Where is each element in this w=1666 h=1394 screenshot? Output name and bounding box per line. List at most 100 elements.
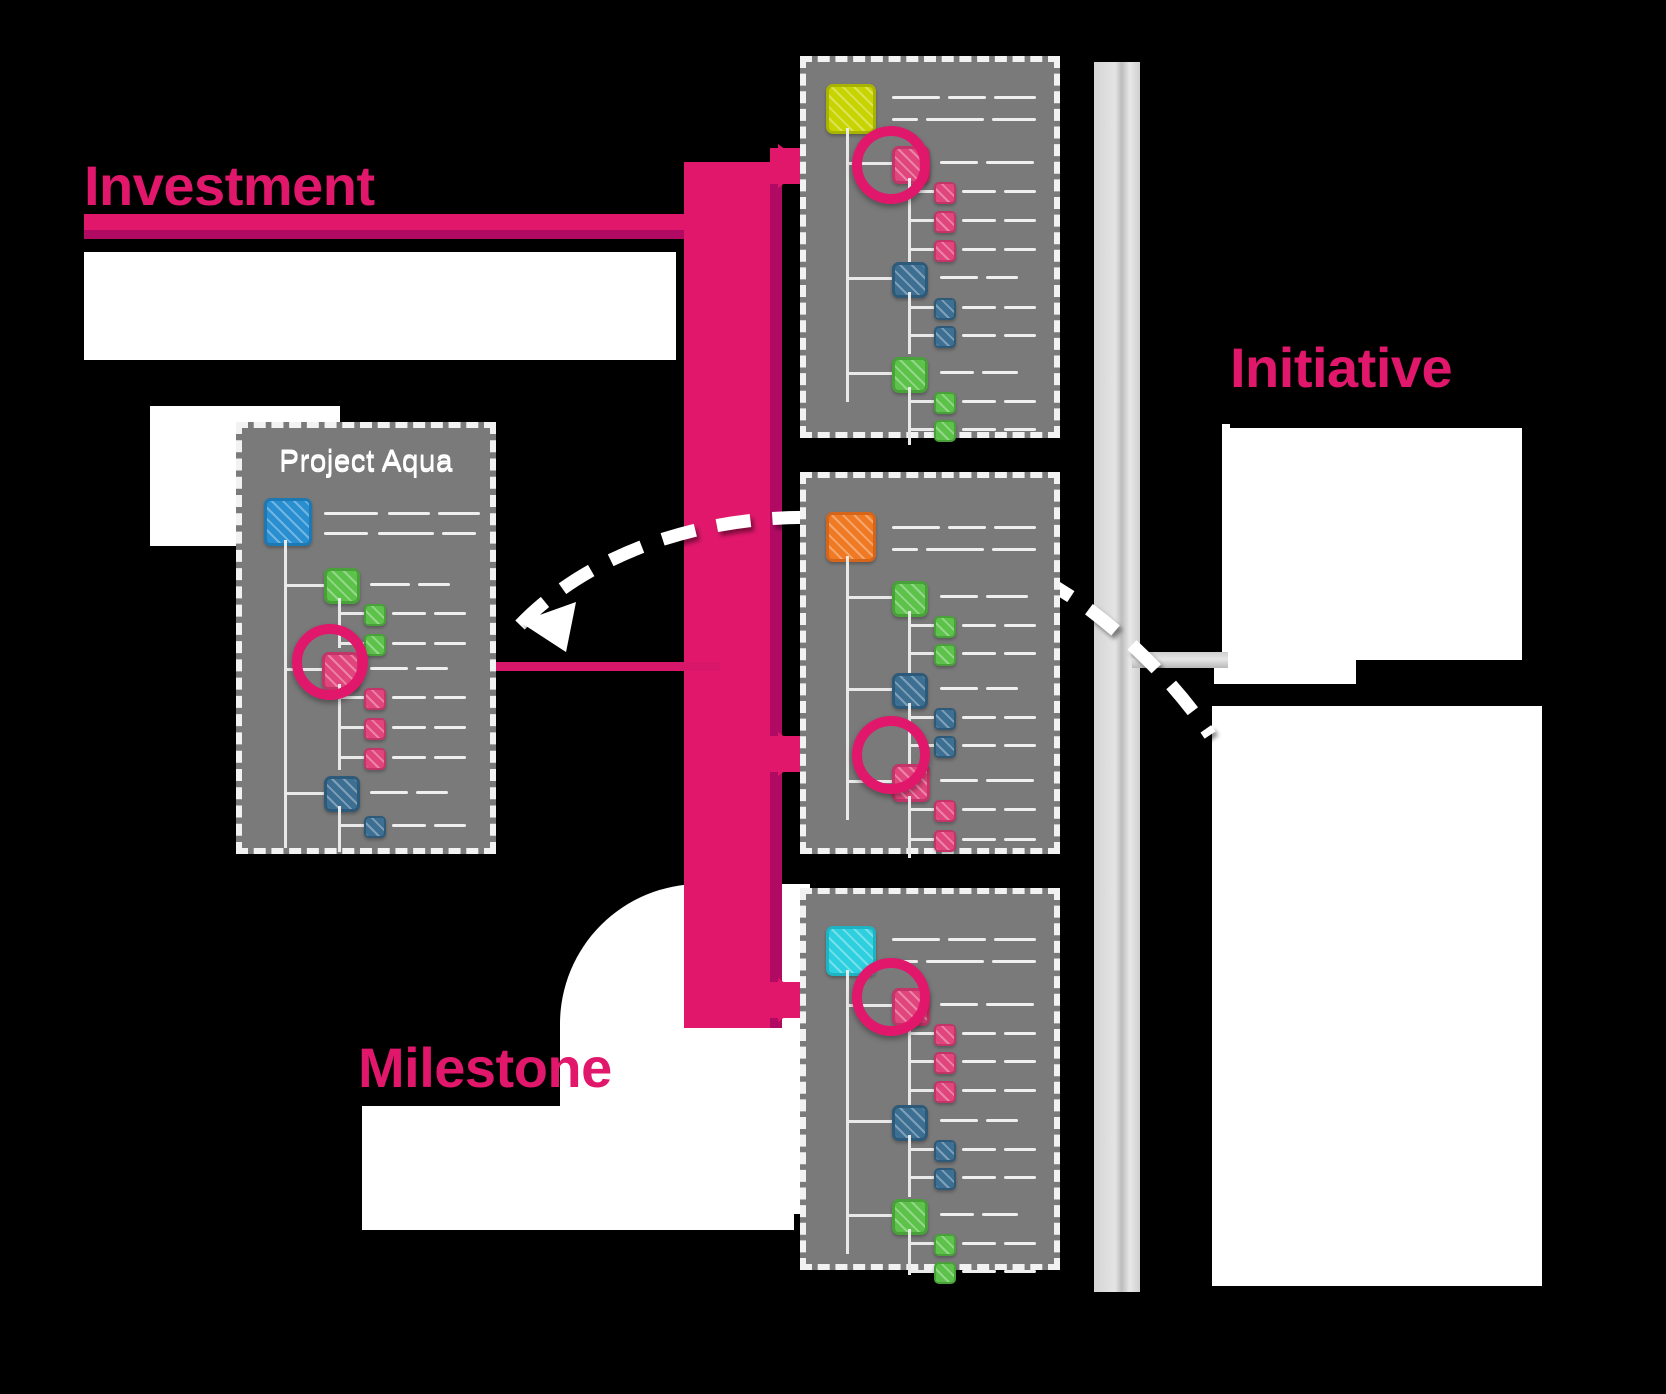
label-clip-initiative [1230,404,1630,428]
tree-node[interactable] [934,1024,956,1046]
tree-node[interactable] [934,1052,956,1074]
tree-node[interactable] [892,581,928,617]
label-investment: Investment [84,154,375,217]
tree-node[interactable] [364,604,386,626]
highlight-ring-aqua [292,624,368,700]
card-initiative-top[interactable] [800,56,1060,445]
node-text-dash [948,938,986,941]
card-initiative-middle[interactable] [800,472,1060,858]
tree-node[interactable] [364,634,386,656]
node-text-dash [940,371,974,374]
label-milestone: Milestone [358,1036,612,1099]
tree-spine [846,128,849,402]
card-initiative-bottom[interactable] [800,888,1060,1284]
node-text-dash [986,276,1018,279]
tree-branch [908,624,936,627]
card-title-project-aqua: Project Aqua [279,446,453,479]
node-text-dash [416,667,448,670]
tree-node[interactable] [934,240,956,262]
tree-node[interactable] [934,298,956,320]
tree-node[interactable] [892,357,928,393]
tree-branch [908,400,936,403]
tree-node-root[interactable] [826,512,876,562]
node-text-dash [986,687,1018,690]
node-text-dash [434,612,466,615]
tree-branch [284,792,326,795]
rollup-bus-middle [684,522,778,902]
node-text-dash [392,824,426,827]
rollup-bus-middle-shadow [770,522,782,902]
node-text-dash [1004,808,1036,811]
tree-node[interactable] [934,830,956,852]
node-text-dash [1004,1089,1036,1092]
node-text-dash [370,583,410,586]
tree-node[interactable] [934,211,956,233]
tree-node[interactable] [934,1234,956,1256]
tree-node[interactable] [934,1168,956,1190]
tree-branch [908,1089,936,1092]
tree-node[interactable] [934,326,956,348]
node-text-dash [1004,334,1036,337]
node-text-dash [940,1119,978,1122]
tree-node[interactable] [934,800,956,822]
tree-node[interactable] [934,736,956,758]
node-text-dash [1004,1060,1036,1063]
tree-branch [338,696,366,699]
node-text-dash [962,1176,996,1179]
node-text-dash [940,1213,974,1216]
node-text-dash [962,400,996,403]
node-text-dash [392,612,426,615]
node-text-dash [892,118,918,121]
tree-node[interactable] [934,1140,956,1162]
card-project-aqua[interactable]: Project Aqua [236,422,496,854]
node-text-dash [1004,838,1036,841]
node-text-dash [962,1242,996,1245]
node-text-dash [892,526,940,529]
tree-node[interactable] [934,644,956,666]
node-text-dash [1004,744,1036,747]
tree-branch [846,277,894,280]
tree-node[interactable] [934,420,956,442]
tree-branch [908,428,936,431]
tree-node[interactable] [364,718,386,740]
tree-node[interactable] [934,182,956,204]
tree-node[interactable] [934,392,956,414]
node-text-dash [992,960,1036,963]
label-clip-investment [60,214,84,264]
tree-node-root[interactable] [264,498,312,546]
rollup-bus-upper-shadow [770,162,782,522]
node-text-dash [962,1032,996,1035]
tree-node[interactable] [934,708,956,730]
highlight-ring-bottom [852,958,930,1036]
tree-branch [908,1270,936,1273]
tree-node[interactable] [364,816,386,838]
tree-branch [846,1120,894,1123]
node-text-dash [1004,428,1036,431]
tree-branch [338,824,366,827]
node-text-dash [324,532,368,535]
tree-branch [908,652,936,655]
node-text-dash [370,791,408,794]
node-text-dash [992,548,1036,551]
tree-node[interactable] [934,1081,956,1103]
node-text-dash [1004,716,1036,719]
tree-node[interactable] [934,616,956,638]
tree-node[interactable] [364,748,386,770]
node-text-dash [962,306,996,309]
node-text-dash [982,371,1018,374]
node-text-dash [1004,1176,1036,1179]
tree-branch [908,306,936,309]
node-text-dash [434,824,466,827]
tree-node-root[interactable] [826,84,876,134]
node-text-dash [892,96,940,99]
node-text-dash [434,642,466,645]
tree-node[interactable] [934,1262,956,1284]
tree-node[interactable] [324,776,360,812]
tree-node[interactable] [324,568,360,604]
node-text-dash [994,96,1036,99]
node-text-dash [392,726,426,729]
grouping-brace [1094,62,1140,1292]
tree-node[interactable] [364,688,386,710]
node-text-dash [962,744,996,747]
